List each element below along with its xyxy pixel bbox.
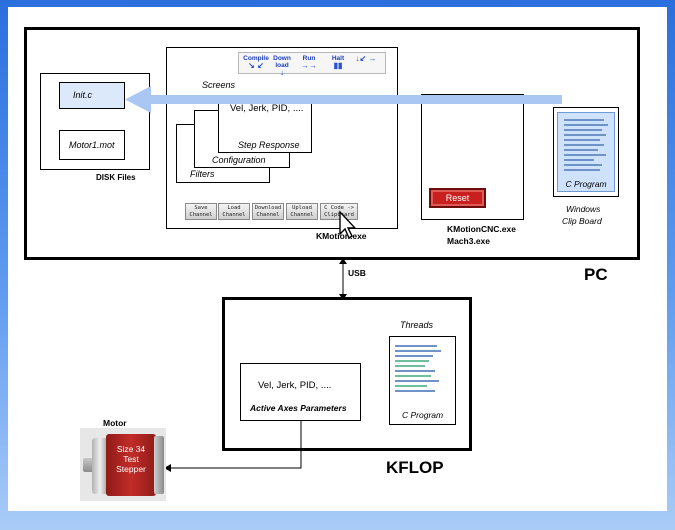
- code-line: [564, 159, 594, 161]
- kflop-label: KFLOP: [386, 458, 444, 477]
- screen-step-response[interactable]: [218, 96, 312, 153]
- code-line: [564, 134, 606, 136]
- init-file-box: [59, 82, 125, 109]
- toolbar-run[interactable]: Run →→: [298, 55, 320, 70]
- usb-connection-arrow: [339, 258, 347, 300]
- screens-label: Screens: [202, 80, 236, 90]
- code-line: [564, 124, 608, 126]
- active-axes-label: Active Axes Parameters: [250, 403, 347, 413]
- flow-arrow: [125, 86, 562, 113]
- code-line: [564, 119, 604, 121]
- code-line: [564, 164, 602, 166]
- motor-file-label: Motor1.mot: [69, 140, 115, 150]
- code-line: [395, 380, 439, 382]
- code-line: [395, 355, 433, 357]
- motor-sticker: Size 34 Test Stepper: [110, 444, 152, 474]
- motor-image: Size 34 Test Stepper: [80, 428, 166, 501]
- step-response-label: Step Response: [238, 140, 300, 150]
- motor-label: Motor: [103, 418, 127, 428]
- save-channel-button[interactable]: Save Channel: [185, 203, 217, 220]
- filters-label: Filters: [190, 169, 215, 179]
- motor-connection-arrow: [164, 420, 302, 472]
- usb-label: USB: [348, 268, 366, 278]
- toolbar-download-label: Down load: [273, 55, 291, 69]
- toolbar-halt[interactable]: Halt ▮▮: [327, 55, 349, 70]
- halt-icon: ▮▮: [333, 61, 343, 70]
- kflop-params-label: Vel, Jerk, PID, ....: [258, 380, 332, 391]
- toolbar-compile[interactable]: Compile ↘ ↙: [243, 55, 269, 70]
- kmotion-toolbar: [238, 52, 386, 74]
- toolbar-download[interactable]: Down load ↓: [270, 55, 294, 77]
- code-line: [564, 154, 606, 156]
- mouse-pointer-icon: [339, 210, 357, 240]
- threads-label: Threads: [400, 320, 434, 330]
- code-line: [395, 375, 431, 377]
- threads-code: [393, 341, 451, 399]
- toolbar-run-label: Run: [302, 55, 316, 62]
- load-channel-button[interactable]: Load Channel: [218, 203, 250, 220]
- kmotion-label: KMotion.exe: [316, 231, 367, 241]
- mach3-label: Mach3.exe: [447, 236, 490, 246]
- motor-file-box: [59, 130, 125, 160]
- step-arrow-icon: ↓↙ →: [355, 54, 377, 63]
- c-code-clipboard-button[interactable]: C Code -> Clipboard: [320, 203, 358, 220]
- disk-files-label: DISK Files: [96, 173, 136, 182]
- reset-label: Reset: [445, 193, 470, 203]
- code-line: [395, 385, 427, 387]
- motor-sticker-line3: Stepper: [116, 464, 146, 474]
- motor-sticker-line1: Size 34: [116, 444, 146, 454]
- code-line: [564, 169, 600, 171]
- code-line: [564, 129, 602, 131]
- code-line: [395, 365, 425, 367]
- motor-sticker-line2: Test: [123, 454, 139, 464]
- motor-end-cap: [154, 436, 164, 494]
- configuration-label: Configuration: [212, 155, 266, 165]
- upload-channel-button[interactable]: Upload Channel: [286, 203, 318, 220]
- windows-label: Windows: [566, 204, 601, 214]
- kmotioncnc-label: KMotionCNC.exe: [447, 224, 516, 234]
- code-line: [564, 149, 598, 151]
- code-line: [564, 139, 600, 141]
- clip-board-label: Clip Board: [562, 216, 602, 226]
- reset-button[interactable]: Reset: [429, 188, 486, 208]
- compile-arrow-icon: ↘ ↙: [248, 61, 264, 70]
- code-line: [395, 350, 441, 352]
- toolbar-step[interactable]: ↓↙ →: [353, 54, 379, 63]
- toolbar-compile-label: Compile: [243, 55, 269, 62]
- code-line: [395, 370, 435, 372]
- code-line: [395, 360, 429, 362]
- motor-body: [106, 434, 156, 496]
- kflop-program-label: C Program: [402, 410, 444, 420]
- clipboard-program-label: C Program: [565, 179, 607, 189]
- run-arrow-icon: →→: [301, 61, 317, 70]
- params-tab-label: Vel, Jerk, PID, ....: [230, 103, 304, 114]
- download-channel-button[interactable]: Download Channel: [252, 203, 284, 220]
- toolbar-halt-label: Halt: [331, 55, 345, 62]
- pc-label: PC: [584, 265, 608, 284]
- motor-flange: [92, 438, 108, 494]
- code-line: [395, 390, 435, 392]
- download-arrow-icon: ↓: [280, 68, 284, 77]
- code-line: [395, 345, 437, 347]
- clipboard-c-program: C Program: [557, 112, 615, 192]
- init-file-label: Init.c: [73, 90, 93, 100]
- code-line: [564, 144, 604, 146]
